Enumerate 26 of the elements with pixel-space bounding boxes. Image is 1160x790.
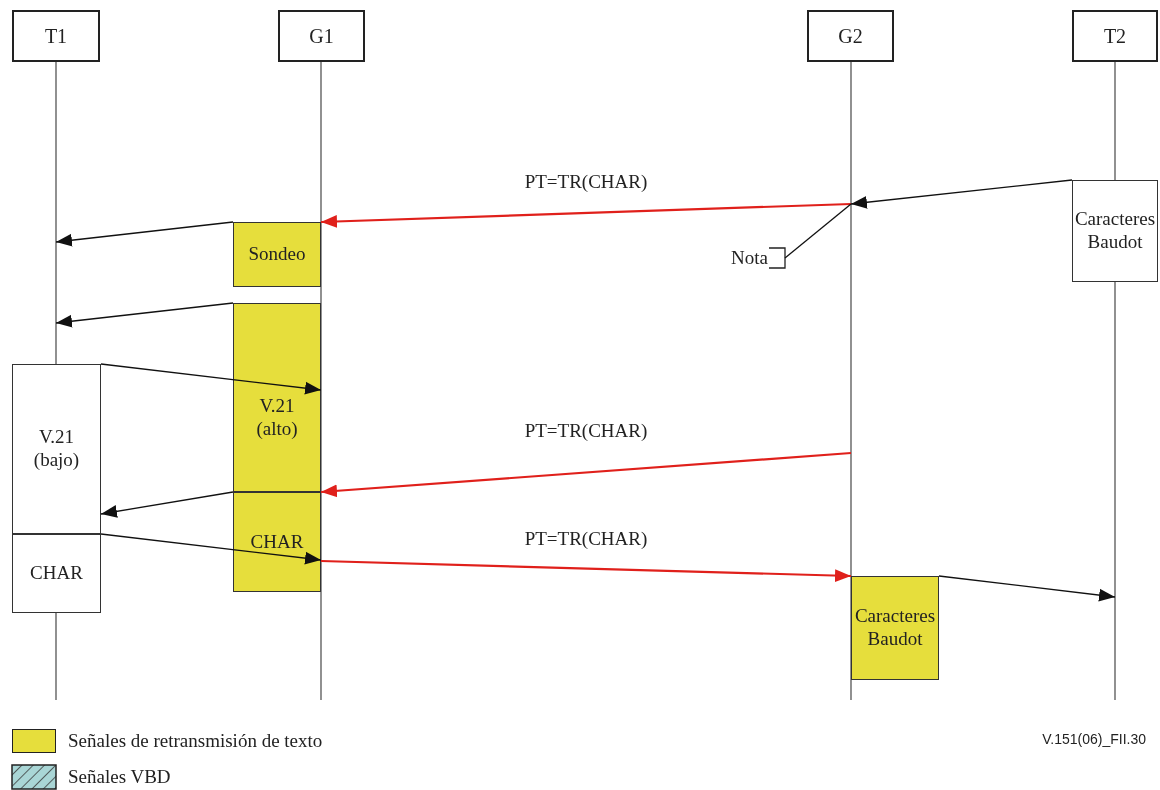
participant-header-box: T1 <box>12 10 100 62</box>
arrow <box>100 363 322 395</box>
arrow <box>100 491 234 518</box>
arrow <box>320 451 852 498</box>
arrow <box>320 559 852 582</box>
arrow <box>55 221 234 247</box>
activity-box: Caracteres Baudot <box>1072 180 1158 282</box>
activity-box: CHAR <box>12 534 101 613</box>
arrow <box>938 575 1116 602</box>
figure-id: V.151(06)_FII.30 <box>1042 731 1146 747</box>
activity-box: Sondeo <box>233 222 321 287</box>
arrow <box>320 202 852 228</box>
activity-box: V.21 (alto) <box>233 303 321 492</box>
activity-box: Caracteres Baudot <box>851 576 939 680</box>
participant-header-box: T2 <box>1072 10 1158 62</box>
participant-header-box: G1 <box>278 10 365 62</box>
note-label: Nota <box>722 244 768 272</box>
arrow <box>55 302 234 328</box>
legend-label: Señales de retransmisión de texto <box>68 729 323 753</box>
activity-box: CHAR <box>233 492 321 592</box>
arrow <box>850 179 1073 209</box>
leader-line <box>784 203 852 259</box>
legend-label: Señales VBD <box>68 765 171 789</box>
arrow <box>100 533 322 565</box>
participant-header-box: G2 <box>807 10 894 62</box>
activity-box: V.21 (bajo) <box>12 364 101 534</box>
